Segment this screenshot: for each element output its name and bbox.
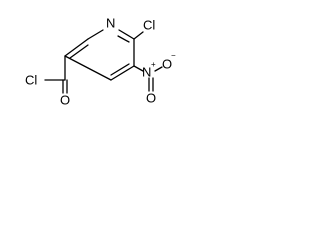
ring-bond-c3-c2 [64,38,89,57]
ring-bond-n1-c6-inner [117,35,130,43]
bond-c5-nitro-n [133,65,144,72]
structure-diagram: N Cl N + O − O Cl O [25,16,176,108]
atom-label-cl-ring: Cl [143,18,155,33]
bond-nitro-n-o-top [154,66,163,72]
bond-c6-cl [133,31,144,40]
atom-label-nitro-n: N [142,65,151,80]
ring-bond-c4-c3 [64,55,112,81]
charge-nitro-o-top: − [171,51,176,60]
ring-bond-c5-c4 [110,65,135,81]
ring-bond-c3-c2-inner [69,44,89,59]
charge-nitro-n: + [151,60,156,69]
atom-labels: N Cl N + O − O Cl O [25,16,176,108]
ring-bond-c5-c4-inner [110,63,130,76]
atom-label-cl-acyl: Cl [25,73,37,88]
ring-bond-n1-c6 [118,29,135,40]
atom-label-nitro-o-bottom: O [146,91,156,106]
ring-bond-c2-n1 [87,29,104,40]
pyridine-ring [64,29,135,81]
atom-label-ring-n: N [106,16,115,31]
atom-label-o-carbonyl: O [60,93,70,108]
substituent-bonds [44,31,163,94]
atom-label-nitro-o-top: O [162,57,172,72]
